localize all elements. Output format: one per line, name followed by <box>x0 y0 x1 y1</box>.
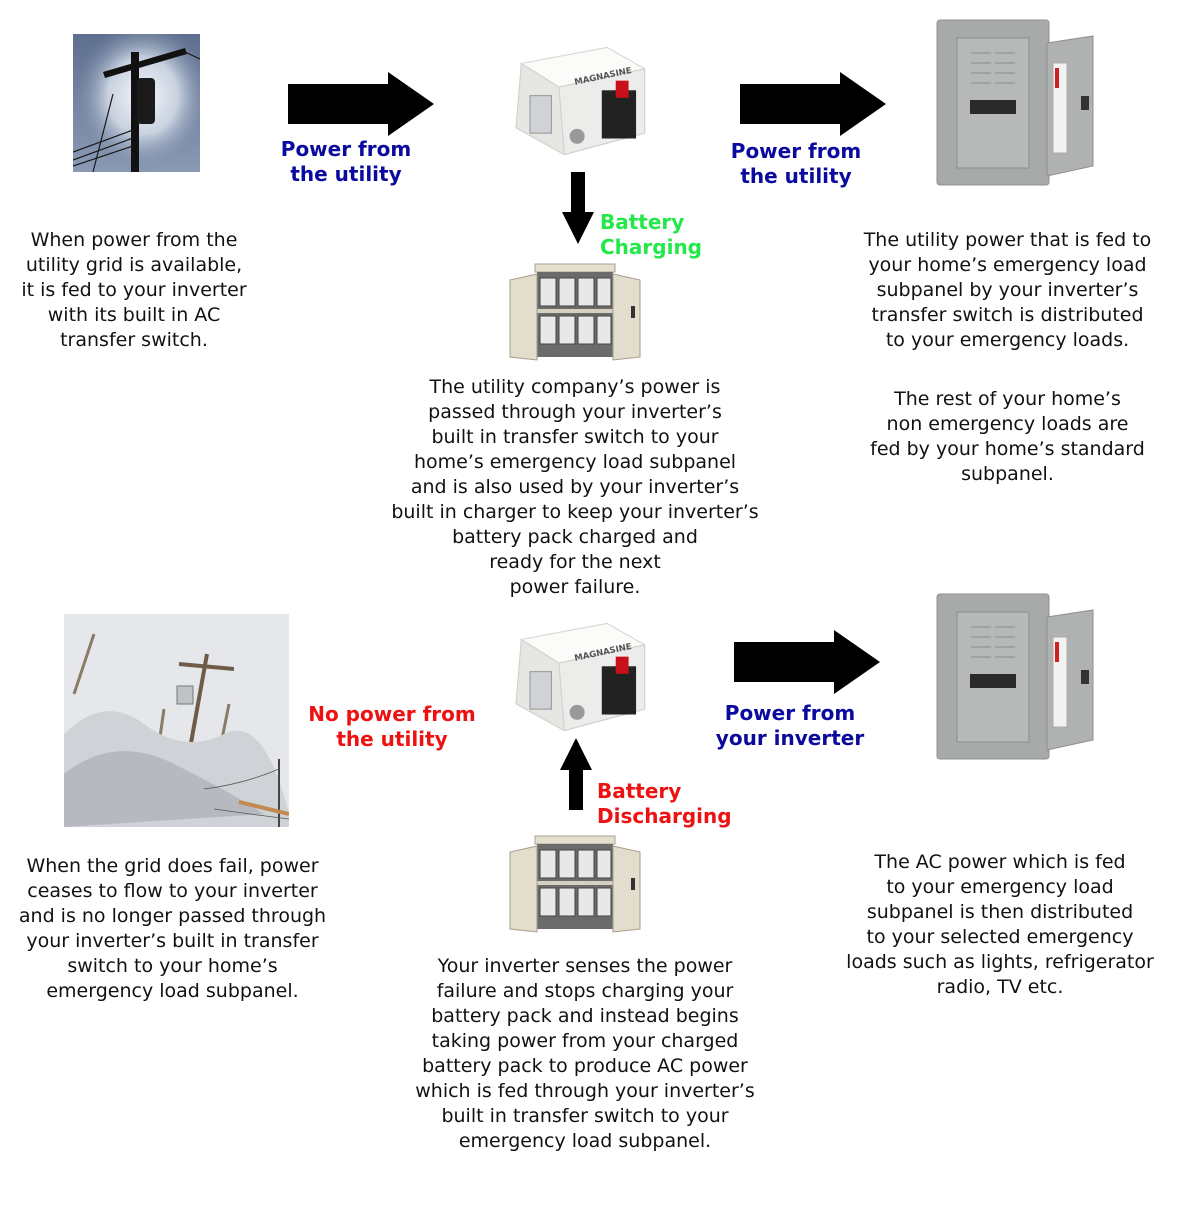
battery-discharging-label: Battery Discharging <box>597 779 732 828</box>
ice-storm-downed-lines-icon <box>64 614 289 827</box>
power-from-utility-label-1: Power from the utility <box>280 137 412 186</box>
bottom-center-description: Your inverter senses the power failure a… <box>415 955 755 1152</box>
arrow-down-charging <box>562 172 594 244</box>
arrow-up-icon <box>560 738 592 810</box>
arrow-right-inverter-to-panel <box>740 72 886 136</box>
utility-pole-icon <box>73 34 200 172</box>
inverter-image-bottom <box>500 618 650 736</box>
top-left-description: When power from the utility grid is avai… <box>21 229 247 351</box>
utility-pole-image <box>73 34 200 172</box>
ice-storm-image <box>64 614 289 827</box>
battery-cabinet-icon <box>505 834 645 934</box>
top-center-description: The utility company’s power is passed th… <box>391 376 759 598</box>
arrow-right-icon <box>740 72 886 136</box>
top-right-description-2: The rest of your home’s non emergency lo… <box>870 388 1145 485</box>
arrow-right-icon <box>288 72 434 136</box>
bottom-left-description: When the grid does fail, power ceases to… <box>18 855 327 1002</box>
no-power-from-utility-label: No power from the utility <box>308 702 476 751</box>
inverter-icon <box>500 618 650 736</box>
subpanel-image-bottom <box>935 592 1095 762</box>
battery-cabinet-icon <box>505 262 645 362</box>
load-subpanel-icon <box>935 18 1095 188</box>
inverter-image-top <box>500 42 650 160</box>
load-subpanel-icon <box>935 592 1095 762</box>
arrow-up-discharging <box>560 738 592 810</box>
power-from-utility-label-2: Power from the utility <box>730 139 862 188</box>
battery-cabinet-image-top <box>505 262 645 362</box>
arrow-right-inverter-to-panel-bottom <box>734 630 880 694</box>
battery-charging-label: Battery Charging <box>600 210 703 259</box>
bottom-right-description: The AC power which is fed to your emerge… <box>846 851 1154 998</box>
power-from-inverter-label: Power from your inverter <box>715 701 865 750</box>
top-right-description: The utility power that is fed to your ho… <box>863 229 1152 351</box>
arrow-right-utility-to-inverter <box>288 72 434 136</box>
subpanel-image-top <box>935 18 1095 188</box>
arrow-right-icon <box>734 630 880 694</box>
battery-cabinet-image-bottom <box>505 834 645 934</box>
inverter-icon <box>500 42 650 160</box>
arrow-down-icon <box>562 172 594 244</box>
